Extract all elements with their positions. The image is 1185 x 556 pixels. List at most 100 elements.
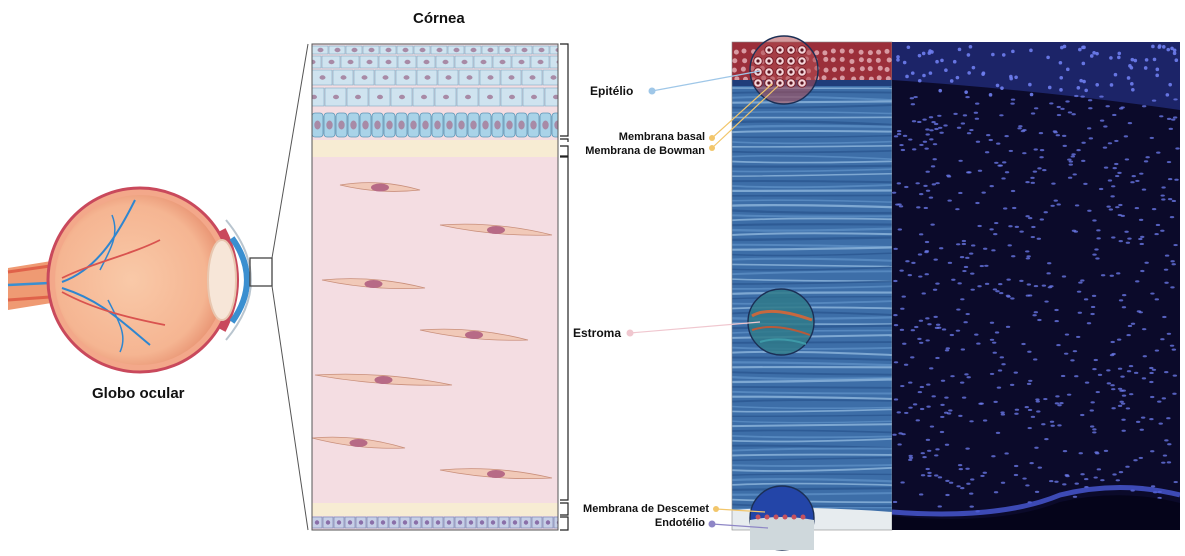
fluorescent-nucleus [894, 135, 898, 137]
fluorescent-nucleus [930, 224, 934, 226]
fluorescent-nucleus [935, 182, 939, 184]
fluorescent-nucleus [1144, 160, 1148, 162]
fluorescent-nucleus [978, 170, 982, 172]
histology-cell [885, 49, 890, 54]
fluorescent-nucleus [1039, 156, 1043, 158]
fluorescent-nucleus [1049, 480, 1053, 482]
fluorescent-nucleus [914, 326, 918, 328]
epithelial-nucleus [386, 60, 392, 64]
histology-cell [849, 49, 854, 54]
endothelial-nucleus [535, 520, 539, 524]
fluorescent-nucleus [1131, 58, 1135, 62]
fluorescent-nucleus [929, 197, 933, 199]
fluorescent-nucleus [935, 60, 939, 64]
basal-nucleus [470, 121, 476, 130]
fluorescent-nucleus [1096, 237, 1100, 239]
fluorescent-nucleus [1000, 411, 1004, 413]
fluorescent-nucleus [1015, 409, 1019, 411]
stroma-fiber [732, 215, 892, 216]
fluorescent-nucleus [924, 148, 928, 150]
fluorescent-nucleus [1033, 358, 1037, 360]
fluorescent-nucleus [1111, 236, 1115, 238]
epithelial-cell [550, 56, 568, 68]
epithelial-nucleus [443, 60, 449, 64]
fluorescent-nucleus [1080, 473, 1084, 475]
fluorescent-nucleus [1120, 375, 1124, 377]
fluorescent-nucleus [905, 75, 909, 79]
fluorescent-nucleus [1118, 405, 1122, 407]
fluorescent-nucleus [902, 295, 906, 297]
fluorescent-nucleus [1108, 179, 1112, 181]
stroma-label: Estroma [573, 326, 621, 340]
fluorescent-nucleus [1099, 188, 1103, 190]
histology-cell [823, 57, 828, 62]
fluorescent-nucleus [927, 323, 931, 325]
fluorescent-nucleus [940, 404, 944, 406]
epithelial-nucleus [487, 95, 493, 99]
fluorescent-nucleus [1142, 377, 1146, 379]
fluorescent-nucleus [894, 398, 898, 400]
fluorescent-nucleus [1121, 403, 1125, 405]
fluorescent-nucleus [989, 139, 993, 141]
epithelial-nucleus [362, 75, 368, 79]
fluorescent-nucleus [1164, 371, 1168, 373]
fluorescent-nucleus [898, 228, 902, 230]
fluorescent-nucleus [1078, 48, 1082, 52]
fluorescent-nucleus [894, 361, 898, 363]
fluorescent-nucleus [940, 59, 944, 63]
fluorescent-nucleus [964, 266, 968, 268]
fluorescent-nucleus [900, 481, 904, 483]
fluorescent-nucleus [993, 401, 997, 403]
fluorescent-nucleus [1168, 198, 1172, 200]
fluorescent-nucleus [961, 348, 965, 350]
fluorescent-nucleus [993, 352, 997, 354]
fluorescent-nucleus [990, 185, 994, 187]
fluorescent-nucleus [1168, 83, 1172, 87]
fluorescent-nucleus [1050, 205, 1054, 207]
fluorescent-nucleus [1173, 244, 1177, 246]
fluorescent-nucleus [938, 505, 942, 507]
fluorescent-nucleus [917, 121, 921, 123]
fluorescent-nucleus [918, 79, 922, 83]
fluorescent-nucleus [944, 68, 948, 72]
fluorescent-nucleus [1039, 132, 1043, 134]
fluorescent-nucleus [893, 314, 897, 316]
fluorescent-nucleus [1092, 295, 1096, 297]
fluorescent-nucleus [1008, 225, 1012, 227]
endothelial-nucleus [403, 520, 407, 524]
fluorescent-nucleus [1097, 468, 1101, 470]
keratocyte-nucleus [487, 470, 505, 478]
fluorescent-nucleus [1144, 66, 1148, 70]
fluorescent-nucleus [925, 241, 929, 243]
fluorescent-nucleus [1110, 384, 1114, 386]
endothelium-layer [312, 517, 564, 528]
fluorescent-nucleus [919, 493, 923, 495]
fluorescent-nucleus [1094, 359, 1098, 361]
fluorescent-nucleus [922, 52, 926, 56]
fluorescent-nucleus [965, 313, 969, 315]
fluorescent-nucleus [1111, 407, 1115, 409]
fluorescent-nucleus [941, 380, 945, 382]
fluorescent-nucleus [958, 192, 962, 194]
epithelial-nucleus [425, 75, 431, 79]
fluorescent-nucleus [960, 298, 964, 300]
fluorescent-nucleus [910, 97, 914, 99]
fluorescent-nucleus [945, 349, 949, 351]
fluorescent-nucleus [1110, 195, 1114, 197]
stroma-fiber [732, 166, 892, 167]
fluorescent-nucleus [1090, 409, 1094, 411]
fluorescent-nucleus [908, 459, 912, 461]
fluorescent-nucleus [950, 334, 954, 336]
endothelial-nucleus [414, 520, 418, 524]
fluorescent-nucleus [965, 468, 969, 470]
fluorescent-nucleus [912, 148, 916, 150]
basal-nucleus [374, 121, 380, 130]
fluorescent-nucleus [995, 290, 999, 292]
fluorescent-nucleus [1092, 428, 1096, 430]
fluorescent-nucleus [1064, 353, 1068, 355]
fluorescent-nucleus [977, 225, 981, 227]
fluorescent-nucleus [1085, 382, 1089, 384]
fluorescent-nucleus [1156, 224, 1160, 226]
fluorescent-nucleus [1042, 169, 1046, 171]
fluorescent-nucleus [975, 202, 979, 204]
